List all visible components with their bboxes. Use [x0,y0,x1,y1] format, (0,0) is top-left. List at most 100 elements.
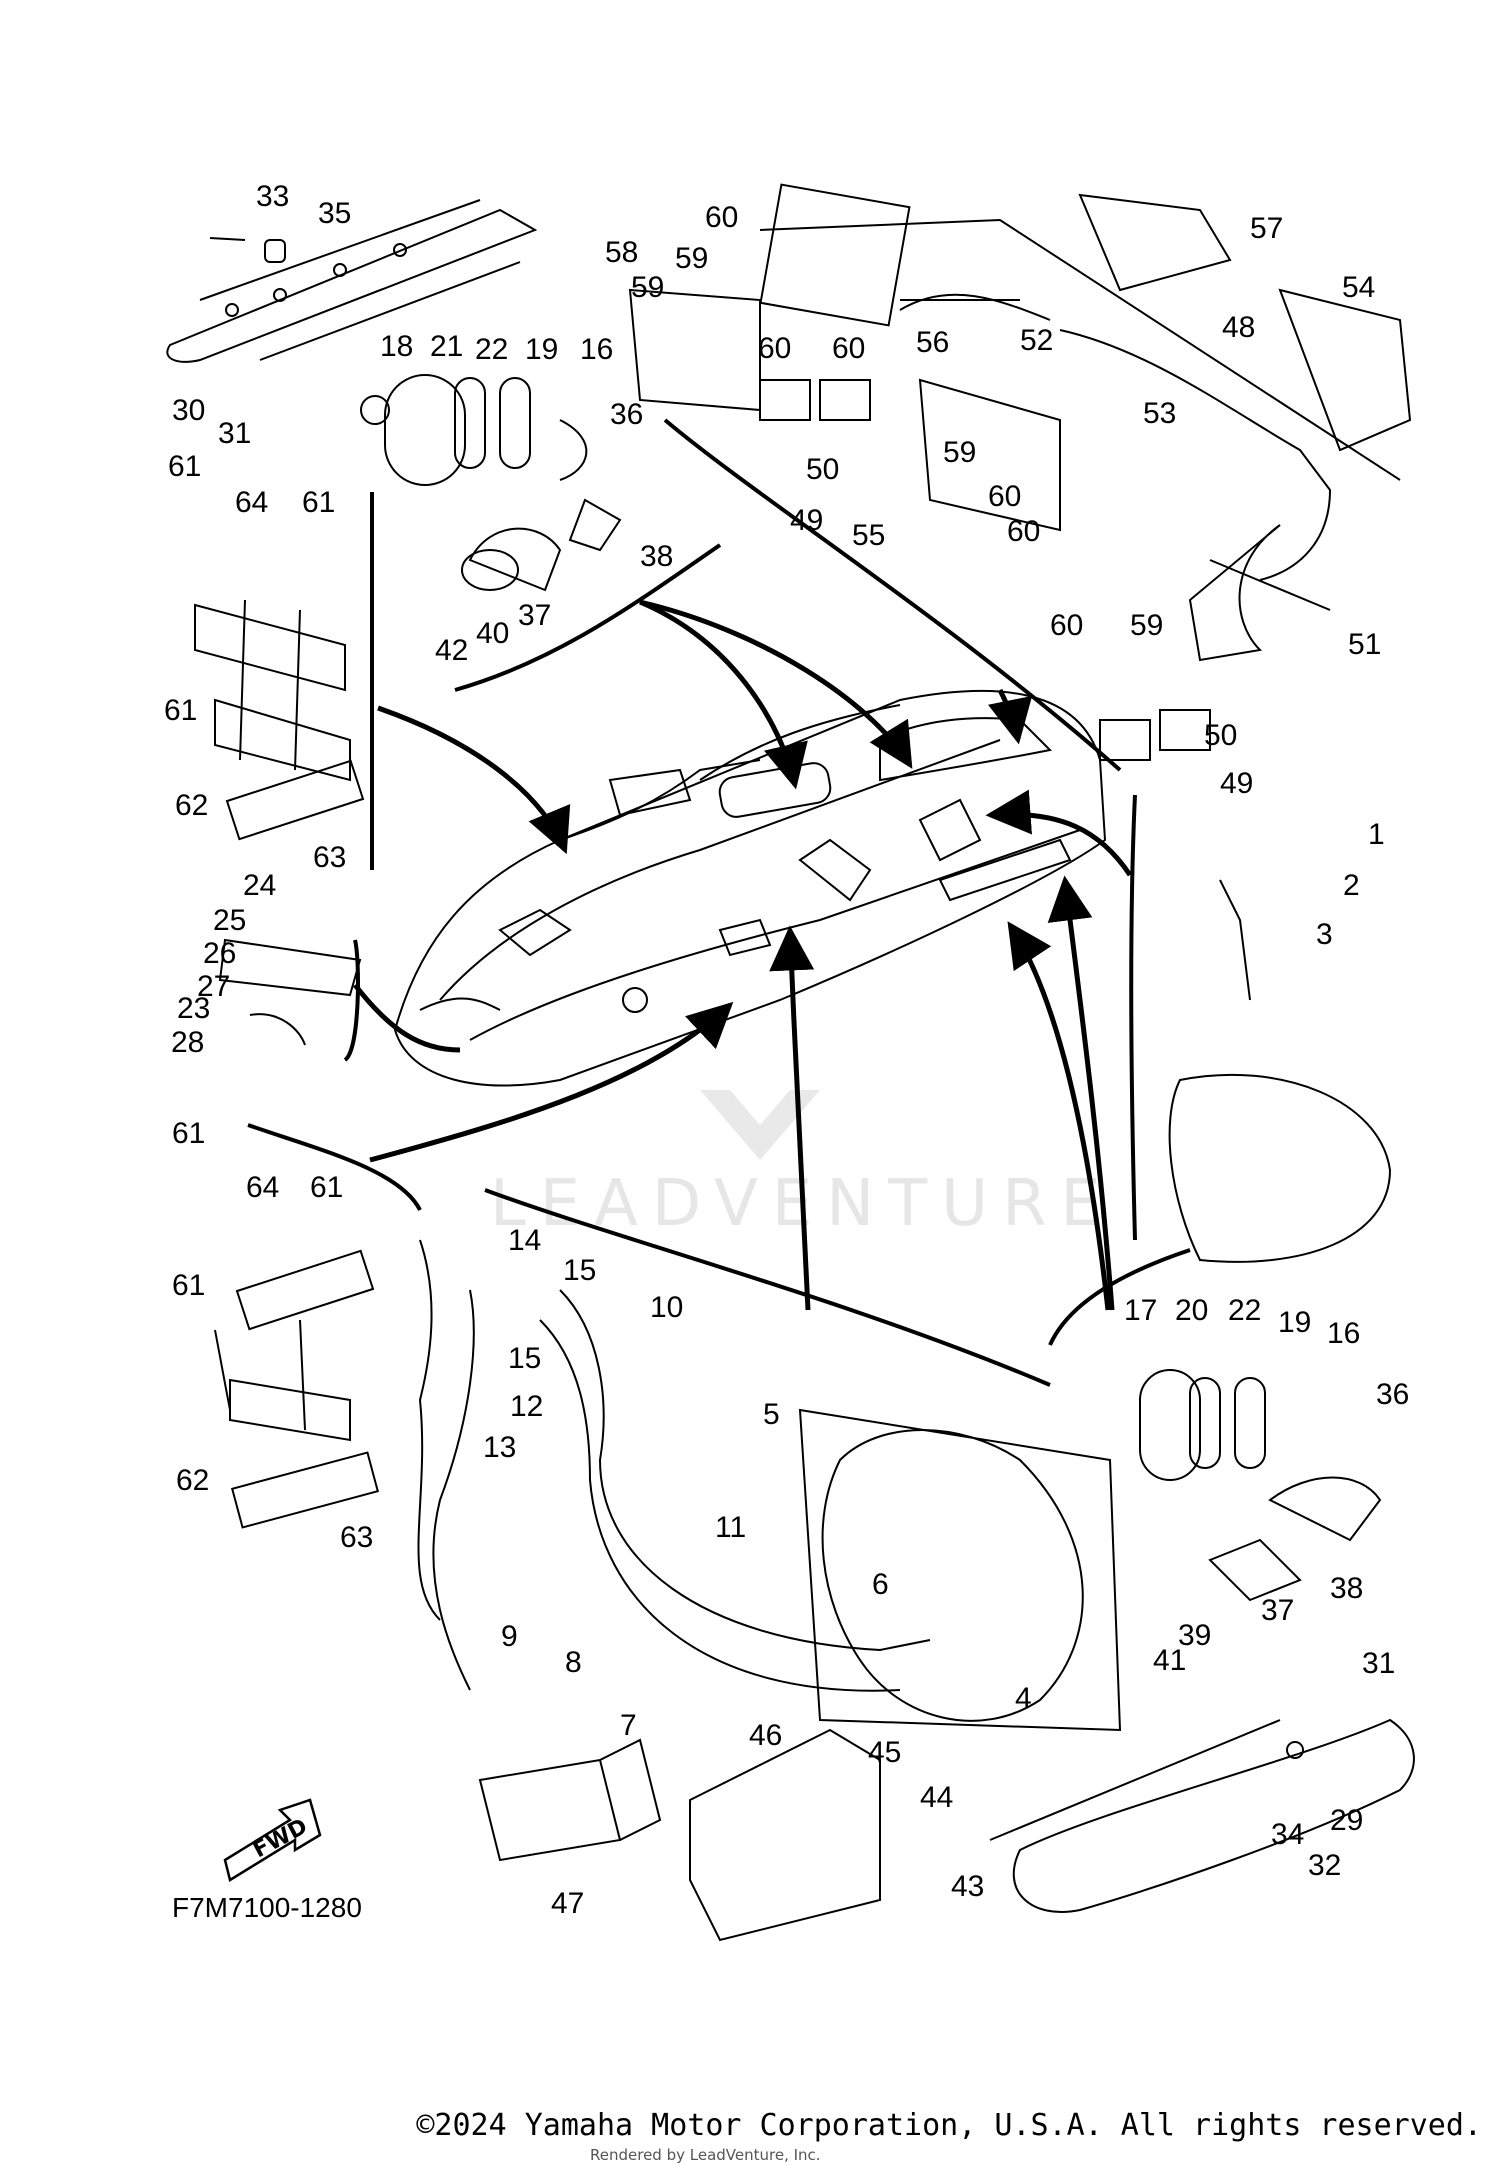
part-label: 29 [1330,1804,1363,1837]
part-label: 59 [1130,609,1163,642]
part-label: 2 [1343,869,1360,902]
part-label: 57 [1250,212,1283,245]
part-label: 23 [177,992,210,1025]
part-label: 30 [172,394,205,427]
part-label: 54 [1342,271,1375,304]
part-label: 44 [920,1781,953,1814]
part-label: 34 [1271,1818,1304,1851]
copyright-footer: ©2024 Yamaha Motor Corporation, U.S.A. A… [416,2108,1482,2143]
part-label: 22 [1228,1294,1261,1327]
part-label: 36 [610,398,643,431]
bow-rail-top [166,199,538,363]
misc-parts [194,374,1415,1942]
part-label: 51 [1348,628,1381,661]
part-label: 49 [790,504,823,537]
part-label: 27 [197,970,230,1003]
part-label: 37 [518,599,551,632]
part-label: 4 [1015,1682,1032,1715]
part-label: 21 [430,330,463,363]
part-label: 59 [943,436,976,469]
part-label: 41 [1153,1644,1186,1677]
part-label: 45 [868,1736,901,1769]
fwd-arrow: FWD [223,1798,322,1882]
part-label: 62 [176,1464,209,1497]
part-label: 11 [715,1511,746,1544]
part-label: 8 [565,1646,582,1679]
part-label: 59 [631,271,664,304]
part-label: 24 [243,869,276,902]
part-label: 48 [1222,311,1255,344]
part-label: 49 [1220,767,1253,800]
part-label: 33 [256,180,289,213]
fwd-label: FWD [249,1814,312,1863]
part-label: 60 [758,332,791,365]
part-label: 60 [988,480,1021,513]
part-label: 43 [951,1870,984,1903]
part-label: 36 [1376,1378,1409,1411]
part-label: 20 [1175,1294,1208,1327]
part-label: 35 [318,197,351,230]
part-label: 62 [175,789,208,822]
part-label: 16 [1327,1317,1360,1350]
part-label: 50 [806,453,839,486]
part-label: 58 [605,236,638,269]
part-label: 64 [235,486,268,519]
part-label: 61 [310,1171,343,1204]
part-label: 37 [1261,1594,1294,1627]
rendered-by-text: Rendered by LeadVenture, Inc. [590,2146,821,2164]
handle-assembly-top [628,183,1412,761]
part-label: 17 [1124,1294,1157,1327]
diagram-code: F7M7100-1280 [172,1892,362,1923]
part-label: 63 [340,1521,373,1554]
part-label: 32 [1308,1849,1341,1882]
part-label: 19 [525,333,558,366]
part-label: 50 [1204,719,1237,752]
part-label: 38 [1330,1572,1363,1605]
part-label: 12 [510,1390,543,1423]
part-label: 14 [508,1224,541,1257]
group-brackets [247,418,1191,1387]
part-label: 28 [171,1026,204,1059]
part-label: 13 [483,1431,516,1464]
part-label: 31 [218,417,251,450]
part-label: 61 [172,1269,205,1302]
part-label: 63 [313,841,346,874]
part-label: 15 [508,1342,541,1375]
part-label: 1 [1368,818,1385,851]
watermark-text: LEADVENTURE [490,1167,1115,1241]
leader-lines [353,599,1133,1311]
part-label: 64 [246,1171,279,1204]
part-label: 56 [916,326,949,359]
part-label: 7 [620,1709,637,1742]
part-label: 61 [168,450,201,483]
part-label: 60 [1050,609,1083,642]
part-label: 53 [1143,397,1176,430]
part-label: 52 [1020,324,1053,357]
part-label: 22 [475,333,508,366]
part-label: 6 [872,1568,889,1601]
part-label: 3 [1316,918,1333,951]
jet-ski-hull [393,689,1107,1087]
part-label: 60 [832,332,865,365]
part-label: 9 [501,1620,518,1653]
part-label: 47 [551,1887,584,1920]
part-label: 55 [852,519,885,552]
part-label: 59 [675,242,708,275]
part-label: 60 [705,201,738,234]
part-label: 10 [650,1291,683,1324]
watermark: LEADVENTURE [490,1090,1115,1241]
part-label: 61 [302,486,335,519]
part-label: 16 [580,333,613,366]
part-label: 42 [435,634,468,667]
part-label: 25 [213,904,246,937]
part-label: 26 [203,937,236,970]
part-label: 38 [640,540,673,573]
part-label: 61 [164,694,197,727]
part-label: 18 [380,330,413,363]
part-label: 5 [763,1398,780,1431]
part-label: 19 [1278,1306,1311,1339]
part-labels: 33 35 30 31 18 21 22 19 16 36 38 37 40 4… [164,180,1409,1920]
part-label: 46 [749,1719,782,1752]
part-label: 61 [172,1117,205,1150]
part-label: 40 [476,617,509,650]
